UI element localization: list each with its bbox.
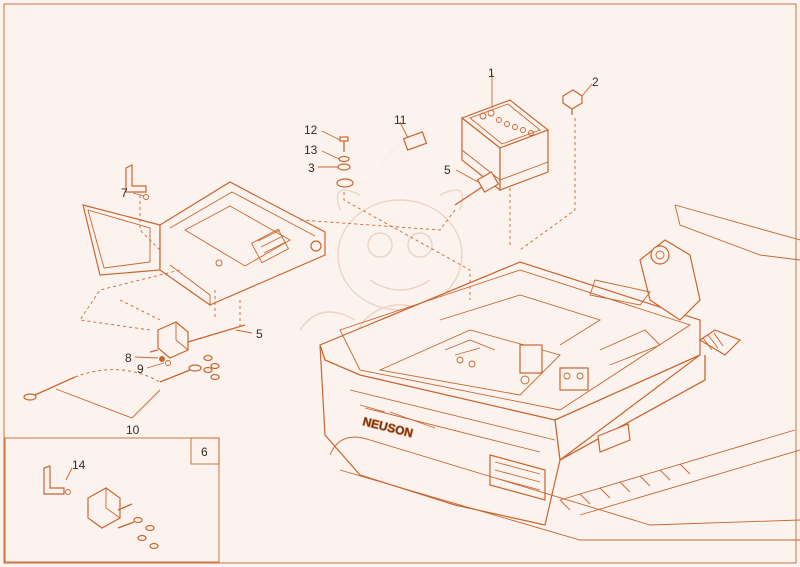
inset-switch-detail <box>43 465 159 550</box>
callout-2: 2 <box>592 75 599 89</box>
callout-8: 8 <box>125 351 132 365</box>
battery-part-1 <box>460 99 550 192</box>
bracket-part-7 <box>125 164 149 200</box>
cables-part-10 <box>23 364 202 419</box>
leader-lines <box>65 74 593 481</box>
battery-switch-assembly <box>149 321 246 381</box>
callout-6: 6 <box>201 445 208 459</box>
control-box-assembly <box>82 181 326 306</box>
callout-10: 10 <box>126 423 140 437</box>
threaded-rod-part-5-upper <box>454 171 500 206</box>
callout-12: 12 <box>304 123 318 137</box>
inset-panel-6 <box>4 437 220 563</box>
diagram-frame <box>3 3 797 564</box>
callout-13: 13 <box>304 143 318 157</box>
bolt-washer-nut-12-13-3 <box>337 136 351 171</box>
callout-labels: 1 2 3 5 5 6 7 8 9 10 11 12 13 14 <box>72 66 599 472</box>
callout-11: 11 <box>394 113 407 127</box>
callout-1: 1 <box>488 66 495 80</box>
callout-5-upper: 5 <box>444 163 451 177</box>
callout-5-lower: 5 <box>256 327 263 341</box>
callout-9: 9 <box>137 362 144 376</box>
terminal-cap-part-2 <box>562 89 583 115</box>
callout-14: 14 <box>72 458 86 472</box>
assembly-lines <box>79 118 576 331</box>
callout-3: 3 <box>308 161 315 175</box>
vehicle-chassis: NEUSON <box>319 204 800 541</box>
callout-7: 7 <box>121 186 128 200</box>
battery-cable-part-11 <box>336 131 428 188</box>
